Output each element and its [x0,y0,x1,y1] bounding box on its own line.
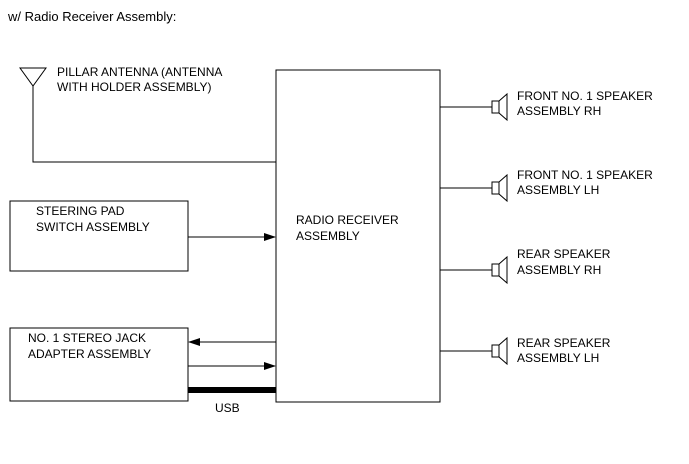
receiver-label-line1: RADIO RECEIVER [296,213,399,227]
speaker-label-line1: REAR SPEAKER [517,336,611,350]
speaker-label-line2: ASSEMBLY LH [517,183,599,197]
speaker-front-rh: FRONT NO. 1 SPEAKER ASSEMBLY RH [440,89,653,122]
antenna-wire [32,86,276,163]
jack-label-line1: NO. 1 STEREO JACK [28,331,146,345]
steering-pad-box [9,200,189,272]
receiver-label-line2: ASSEMBLY [296,229,360,243]
speaker-icon [491,336,508,366]
antenna-symbol-icon [19,67,47,87]
speaker-icon [491,92,508,122]
jack-label-line2: ADAPTER ASSEMBLY [28,347,151,361]
speaker-label-line2: ASSEMBLY RH [517,104,601,118]
speaker-icon [491,173,508,203]
speaker-label-line1: REAR SPEAKER [517,247,611,261]
radio-receiver-box [275,69,441,403]
speaker-label-line1: FRONT NO. 1 SPEAKER [517,168,653,182]
steering-label-line2: SWITCH ASSEMBLY [36,220,150,234]
speaker-front-lh: FRONT NO. 1 SPEAKER ASSEMBLY LH [440,168,653,203]
antenna-label-line2: WITH HOLDER ASSEMBLY) [57,80,211,94]
speaker-label-line2: ASSEMBLY RH [517,263,601,277]
speaker-rear-lh: REAR SPEAKER ASSEMBLY LH [440,336,611,366]
diagram-title: w/ Radio Receiver Assembly: [7,9,176,24]
speaker-icon [491,255,508,285]
usb-label: USB [215,401,240,415]
steering-label-line1: STEERING PAD [36,204,125,218]
speaker-label-line2: ASSEMBLY LH [517,351,599,365]
speaker-label-line1: FRONT NO. 1 SPEAKER [517,89,653,103]
stereo-jack-box [9,327,189,402]
speaker-rear-rh: REAR SPEAKER ASSEMBLY RH [440,247,611,285]
antenna-label-line1: PILLAR ANTENNA (ANTENNA [57,65,222,79]
